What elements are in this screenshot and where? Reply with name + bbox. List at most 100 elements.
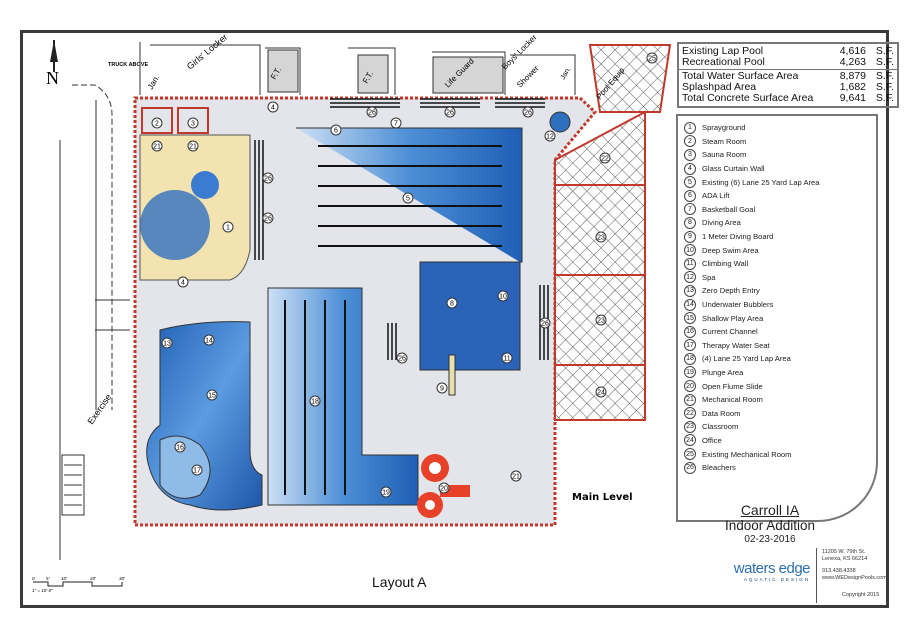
title-block: Carroll IA Indoor Addition 02-23-2016 [700, 500, 840, 545]
legend-label: Therapy Water Seat [702, 340, 770, 350]
drawing-frame [20, 30, 889, 608]
title-divider [816, 548, 817, 603]
scale-ticks: 0 5' 10' 20' 30' 1" = 10'-0" [32, 576, 125, 593]
svg-text:4: 4 [181, 280, 185, 287]
svg-text:23: 23 [597, 318, 605, 325]
svg-text:16: 16 [176, 445, 184, 452]
marker-12: 12 [544, 130, 556, 142]
svg-text:26: 26 [446, 110, 454, 117]
svg-text:11: 11 [503, 356, 510, 363]
legend-number: 24 [684, 434, 696, 447]
svg-text:21: 21 [512, 474, 520, 481]
legend-label: Office [702, 435, 722, 445]
svg-text:23: 23 [597, 235, 605, 242]
marker-26b: 26 [444, 106, 456, 118]
svg-text:0: 0 [32, 576, 35, 581]
marker-26c: 26 [522, 106, 534, 118]
project-name: Indoor Addition [724, 518, 816, 533]
current-channel [159, 435, 211, 499]
svg-text:4: 4 [271, 105, 275, 112]
marker-2: 2 [151, 117, 163, 129]
marker-19: 19 [380, 486, 392, 498]
legend-label: 1 Meter Diving Board [702, 232, 774, 242]
legend-number: 1 [684, 121, 696, 134]
legend-number: 10 [684, 244, 696, 257]
legend-label: Spa [702, 272, 716, 282]
svg-text:3: 3 [191, 121, 195, 128]
marker-1: 1 [222, 221, 234, 233]
svg-text:1" = 10'-0": 1" = 10'-0" [32, 588, 53, 593]
marker-9: 9 [436, 382, 448, 394]
svg-text:14: 14 [205, 338, 213, 345]
marker-8: 8 [446, 297, 458, 309]
legend-label: Basketball Goal [702, 204, 756, 214]
janitor-left-label: Jan. [146, 73, 161, 91]
legend-number: 3 [684, 148, 696, 161]
svg-text:10: 10 [499, 294, 507, 301]
marker-20: 20 [438, 482, 450, 494]
legend-number: 26 [684, 461, 696, 474]
svg-text:25: 25 [648, 56, 656, 63]
legend-number: 21 [684, 393, 696, 406]
legend-label: Zero Depth Entry [702, 286, 760, 296]
classroom-2 [554, 274, 646, 366]
legend-item: 24 Office [684, 434, 876, 448]
marker-21c: 21 [510, 470, 522, 482]
svg-text:26: 26 [264, 216, 272, 223]
legend-label: Existing Mechanical Room [702, 449, 792, 459]
legend-label: ADA Lift [702, 191, 730, 201]
legend-label: Diving Area [702, 218, 741, 228]
svg-text:8: 8 [450, 301, 454, 308]
legend-number: 19 [684, 366, 696, 379]
legend-number: 25 [684, 448, 696, 461]
diving-board [448, 354, 456, 396]
janitor-right-label: Jan. [560, 66, 573, 81]
marker-4b: 4 [177, 276, 189, 288]
main-level-label: Main Level [572, 492, 633, 503]
site-sketch [59, 84, 130, 560]
pool-equip-room [588, 44, 672, 113]
svg-text:26: 26 [398, 356, 406, 363]
marker-26d: 26 [262, 172, 274, 184]
top-rooms [139, 42, 576, 95]
marker-21a: 21 [151, 140, 163, 152]
marker-10: 10 [497, 290, 509, 302]
legend-label: Underwater Bubblers [702, 300, 774, 310]
marker-26e: 26 [262, 212, 274, 224]
legend-label: Shallow Play Area [702, 313, 764, 323]
svg-text:6: 6 [334, 128, 338, 135]
legend-number: 12 [684, 271, 696, 284]
legend-label: Steam Room [702, 136, 747, 146]
svg-text:15: 15 [208, 393, 216, 400]
marker-14: 14 [203, 334, 215, 346]
north-arrow-icon: N [46, 40, 59, 88]
legend-number: 18 [684, 352, 696, 365]
marker-25: 25 [646, 52, 658, 64]
layout-label: Layout A [372, 574, 427, 590]
svg-text:1: 1 [226, 225, 230, 232]
marker-24: 24 [595, 386, 607, 398]
legend-number: 14 [684, 298, 696, 311]
marker-5: 5 [402, 192, 414, 204]
date: 02-23-2016 [744, 534, 796, 545]
legend-item: 14 Underwater Bubblers [684, 298, 876, 312]
marker-26g: 26 [396, 352, 408, 364]
legend-number: 6 [684, 189, 696, 202]
svg-text:26: 26 [264, 176, 272, 183]
sauna-room [177, 107, 209, 134]
classroom-1 [554, 184, 646, 276]
